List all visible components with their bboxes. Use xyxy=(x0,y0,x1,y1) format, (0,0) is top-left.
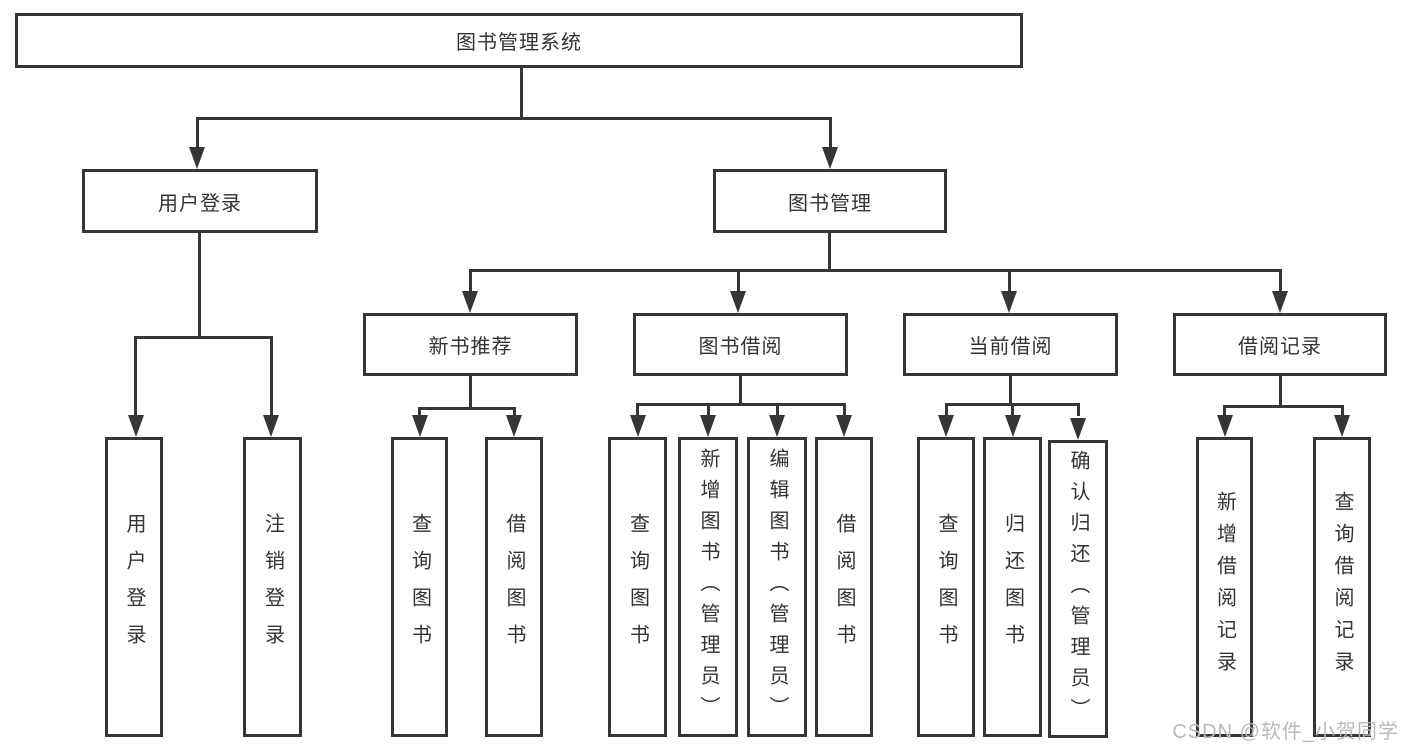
leaf-bb-query-books: 查询图书 xyxy=(608,437,667,737)
connector-to-leaf-user-login xyxy=(134,336,137,415)
node-label: 新书推荐 xyxy=(428,336,513,358)
leaf-label: 用户登录 xyxy=(123,513,145,661)
connector-to-book-management xyxy=(829,117,832,147)
connector-bb-branch xyxy=(636,403,846,406)
leaf-label: 借阅图书 xyxy=(503,513,525,661)
leaf-nbr-borrow-books: 借阅图书 xyxy=(485,437,543,737)
leaf-label: 编辑图书（管理员） xyxy=(766,447,788,727)
arrowhead-down-icon xyxy=(1001,291,1017,313)
leaf-cb-return-books: 归还图书 xyxy=(983,437,1042,737)
connector-bb-3 xyxy=(776,403,779,416)
leaf-cb-confirm-return-admin: 确认归还（管理员） xyxy=(1048,440,1108,738)
leaf-label: 确认归还（管理员） xyxy=(1067,449,1089,729)
connector-br-stem xyxy=(1279,376,1282,406)
connector-br-branch xyxy=(1223,405,1344,408)
node-label: 图书管理系统 xyxy=(456,32,582,54)
leaf-nbr-query-books: 查询图书 xyxy=(391,437,448,737)
node-label: 图书借阅 xyxy=(698,336,783,358)
node-label: 用户登录 xyxy=(158,192,242,215)
leaf-label: 新增图书（管理员） xyxy=(697,447,719,727)
arrowhead-down-icon xyxy=(822,147,838,169)
arrowhead-down-icon xyxy=(128,415,144,437)
connector-bb-2 xyxy=(707,403,710,416)
connector-cb-1 xyxy=(945,403,948,416)
arrowhead-down-icon xyxy=(730,291,746,313)
connector-cb-2 xyxy=(1011,403,1014,416)
leaf-label: 查询图书 xyxy=(408,513,431,661)
arrowhead-down-icon xyxy=(700,415,716,437)
csdn-watermark: CSDN @软件_小贺同学 xyxy=(1172,721,1399,743)
arrowhead-down-icon xyxy=(189,147,205,169)
arrowhead-down-icon xyxy=(462,291,478,313)
leaf-logout-login: 注销登录 xyxy=(243,437,302,737)
arrowhead-down-icon xyxy=(1217,415,1233,437)
leaf-label: 归还图书 xyxy=(1001,513,1024,661)
node-label: 借阅记录 xyxy=(1238,336,1322,358)
leaf-br-add-record: 新增借阅记录 xyxy=(1196,437,1253,737)
node-label: 当前借阅 xyxy=(968,336,1053,358)
connector-nbr-branch xyxy=(418,407,516,410)
arrowhead-down-icon xyxy=(506,415,522,437)
arrowhead-down-icon xyxy=(263,415,279,437)
arrowhead-down-icon xyxy=(769,415,785,437)
leaf-label: 新增借阅记录 xyxy=(1213,491,1236,683)
leaf-label: 查询图书 xyxy=(626,513,649,661)
arrowhead-down-icon xyxy=(938,415,954,437)
leaf-label: 查询借阅记录 xyxy=(1331,491,1353,683)
connector-bb-stem xyxy=(739,376,742,404)
connector-bb-1 xyxy=(636,403,639,416)
connector-to-borrowing-records xyxy=(1279,269,1282,293)
connector-bb-4 xyxy=(843,403,846,416)
arrowhead-down-icon xyxy=(1334,415,1350,437)
leaf-label: 借阅图书 xyxy=(833,513,855,661)
connector-to-new-book-recommend xyxy=(469,269,472,293)
arrowhead-down-icon xyxy=(836,415,852,437)
arrowhead-down-icon xyxy=(630,415,646,437)
leaf-bb-edit-books-admin: 编辑图书（管理员） xyxy=(747,437,807,737)
connector-br-left xyxy=(1223,405,1226,416)
connector-book-mgmt-branch xyxy=(469,269,1282,272)
connector-to-user-login xyxy=(196,117,199,147)
node-borrowing-records: 借阅记录 xyxy=(1173,313,1387,376)
arrowhead-down-icon xyxy=(1272,291,1288,313)
connector-root-branch xyxy=(196,117,832,120)
node-current-borrowing: 当前借阅 xyxy=(903,313,1118,376)
connector-root-stem xyxy=(520,68,523,118)
connector-br-right xyxy=(1341,405,1344,416)
node-library-management-system: 图书管理系统 xyxy=(15,13,1023,68)
leaf-cb-query-books: 查询图书 xyxy=(917,437,975,737)
connector-to-book-borrowing xyxy=(737,269,740,293)
node-label: 图书管理 xyxy=(788,192,872,215)
connector-to-leaf-logout xyxy=(270,336,273,415)
arrowhead-down-icon xyxy=(1070,418,1086,440)
leaf-user-login: 用户登录 xyxy=(105,437,163,737)
connector-nbr-left xyxy=(418,407,421,417)
connector-cb-stem xyxy=(1009,376,1012,404)
arrowhead-down-icon xyxy=(412,415,428,437)
leaf-label: 查询图书 xyxy=(935,513,957,661)
leaf-bb-borrow-books: 借阅图书 xyxy=(815,437,873,737)
leaf-br-query-record: 查询借阅记录 xyxy=(1313,437,1371,737)
connector-user-login-branch xyxy=(134,336,273,339)
connector-nbr-right xyxy=(513,407,516,417)
node-book-management: 图书管理 xyxy=(713,169,947,233)
leaf-label: 注销登录 xyxy=(261,513,284,661)
leaf-bb-add-books-admin: 新增图书（管理员） xyxy=(678,437,738,737)
connector-nbr-stem xyxy=(469,376,472,408)
node-book-borrowing: 图书借阅 xyxy=(633,313,848,376)
connector-book-mgmt-stem xyxy=(828,233,831,270)
node-new-book-recommend: 新书推荐 xyxy=(363,313,578,376)
arrowhead-down-icon xyxy=(1005,415,1021,437)
connector-user-login-stem xyxy=(198,233,201,337)
node-user-login: 用户登录 xyxy=(82,169,318,233)
connector-cb-3 xyxy=(1077,403,1080,416)
connector-to-current-borrowing xyxy=(1008,269,1011,293)
